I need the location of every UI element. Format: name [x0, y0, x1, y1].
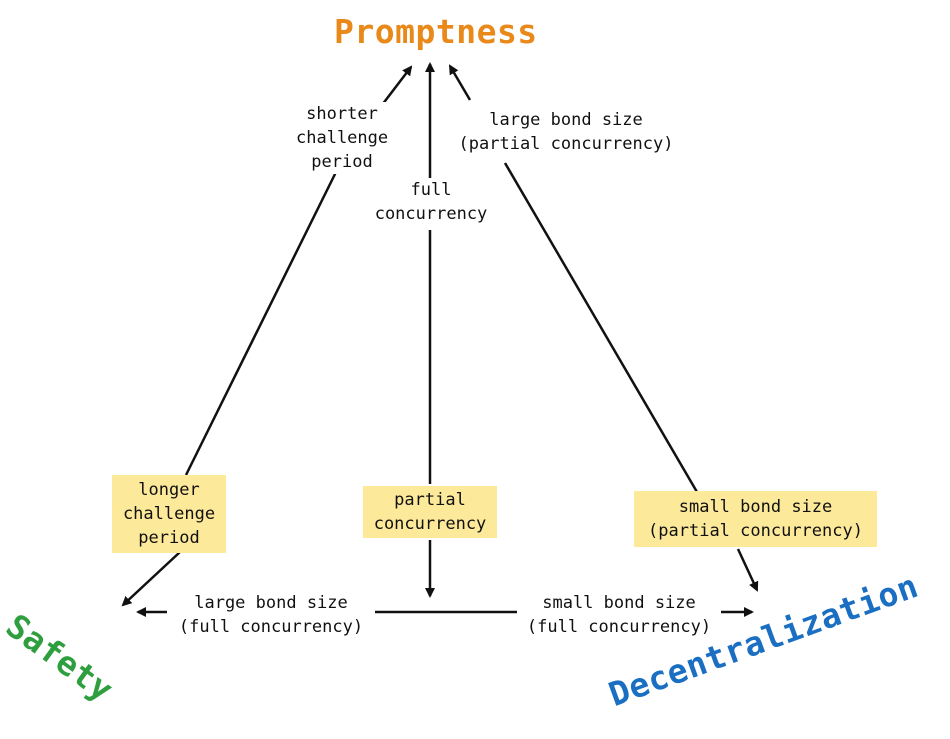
vertex-promptness: Promptness: [334, 12, 538, 51]
label-small-bond-partial: small bond size (partial concurrency): [634, 491, 877, 547]
arrow-decentral-to-promptness: [448, 64, 472, 101]
label-partial-concurrency-center: partial concurrency: [363, 486, 497, 538]
line-left-edge: [184, 169, 339, 476]
label-shorter-challenge-period: shorter challenge period: [296, 102, 389, 174]
label-full-concurrency-center: full concurrency: [368, 178, 494, 226]
arrow-promptness-to-decentral: [736, 548, 759, 592]
line-right-edge: [503, 162, 699, 493]
label-large-bond-partial: large bond size (partial concurrency): [446, 108, 686, 156]
label-large-bond-full: large bond size (full concurrency): [167, 591, 375, 639]
label-longer-challenge-period: longer challenge period: [112, 475, 226, 553]
arrow-promptness-to-safety: [121, 551, 181, 607]
label-small-bond-full: small bond size (full concurrency): [517, 591, 721, 639]
